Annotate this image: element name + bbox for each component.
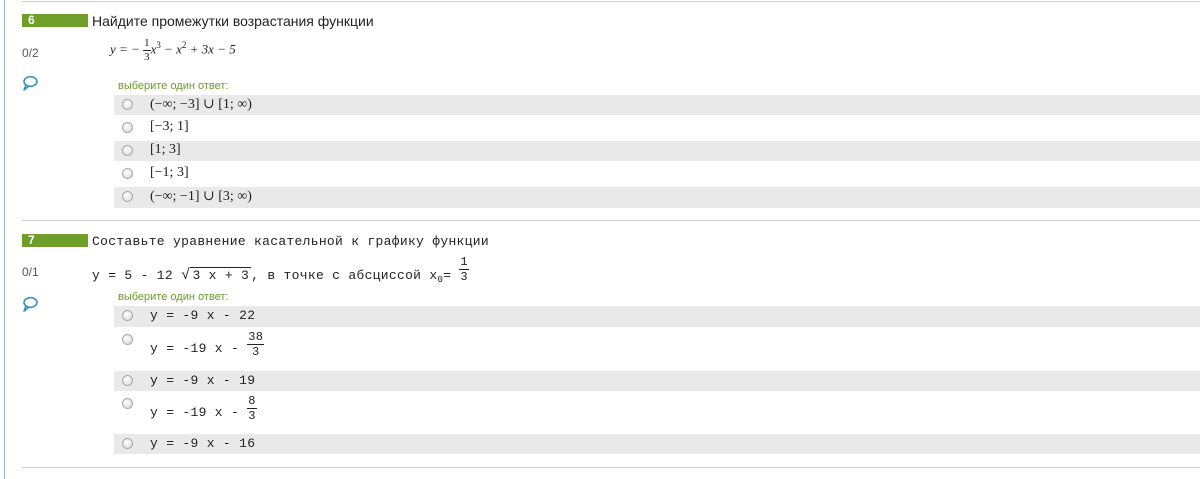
option-label: y = -19 x - 8 3	[150, 394, 257, 423]
answer-option[interactable]: (−∞; −1] ∪ [3; ∞)	[114, 187, 1200, 208]
radio-button[interactable]	[122, 334, 133, 345]
radio-button[interactable]	[122, 122, 133, 133]
answer-option[interactable]: y = -19 x - 8 3	[114, 394, 1200, 432]
answer-option[interactable]: [1; 3]	[114, 141, 1200, 161]
option-label: (−∞; −1] ∪ [3; ∞)	[150, 189, 252, 204]
divider-bottom	[22, 467, 1200, 468]
question-number: 6	[28, 13, 35, 27]
option-label: y = -9 x - 19	[150, 373, 256, 388]
comment-icon[interactable]	[21, 296, 39, 312]
fraction: 1 3	[143, 37, 151, 63]
fraction: 38 3	[247, 330, 265, 359]
divider-middle	[22, 220, 1200, 221]
question-score: 0/2	[22, 46, 39, 60]
option-label: [−1; 3]	[150, 165, 189, 180]
option-label: [−3; 1]	[150, 119, 189, 134]
question-title: Составьте уравнение касательной к график…	[92, 234, 489, 249]
answer-option[interactable]: y = -19 x - 38 3	[114, 330, 1200, 368]
option-label: [1; 3]	[150, 142, 181, 157]
question-number: 7	[28, 233, 35, 247]
option-label: y = -19 x - 38 3	[150, 330, 265, 359]
answer-hint: выберите один ответ:	[118, 291, 229, 303]
comment-icon[interactable]	[21, 75, 39, 91]
radio-button[interactable]	[122, 398, 133, 409]
option-label: (−∞; −3] ∪ [1; ∞)	[150, 97, 252, 112]
fraction: 8 3	[247, 394, 257, 423]
function-formula: y = − 1 3 x3 − x2 + 3x − 5	[110, 37, 236, 63]
question-score: 0/1	[22, 265, 39, 279]
radio-button[interactable]	[122, 99, 133, 110]
question-number-badge: 6	[22, 13, 88, 27]
answer-option[interactable]: [−1; 3]	[114, 164, 1200, 184]
left-border	[4, 0, 5, 479]
radio-button[interactable]	[122, 310, 133, 321]
question-title: Найдите промежутки возрастания функции	[92, 13, 374, 29]
radio-button[interactable]	[122, 191, 133, 202]
radio-button[interactable]	[122, 168, 133, 179]
answer-option[interactable]: y = -9 x - 22	[114, 306, 1200, 327]
function-formula: y = 5 - 12 √3 x + 3, в точке с абсциссой…	[92, 255, 469, 285]
radio-button[interactable]	[122, 145, 133, 156]
question-number-badge: 7	[22, 233, 88, 247]
option-label: y = -9 x - 16	[150, 436, 256, 451]
answer-option[interactable]: y = -9 x - 16	[114, 434, 1200, 454]
divider-top	[22, 1, 1200, 2]
fraction: 1 3	[459, 255, 469, 284]
radio-button[interactable]	[122, 375, 133, 386]
radio-button[interactable]	[122, 438, 133, 449]
answer-option[interactable]: (−∞; −3] ∪ [1; ∞)	[114, 95, 1200, 115]
answer-option[interactable]: [−3; 1]	[114, 118, 1200, 138]
answer-option[interactable]: y = -9 x - 19	[114, 371, 1200, 391]
option-label: y = -9 x - 22	[150, 308, 256, 323]
answer-hint: выберите один ответ:	[118, 80, 229, 92]
